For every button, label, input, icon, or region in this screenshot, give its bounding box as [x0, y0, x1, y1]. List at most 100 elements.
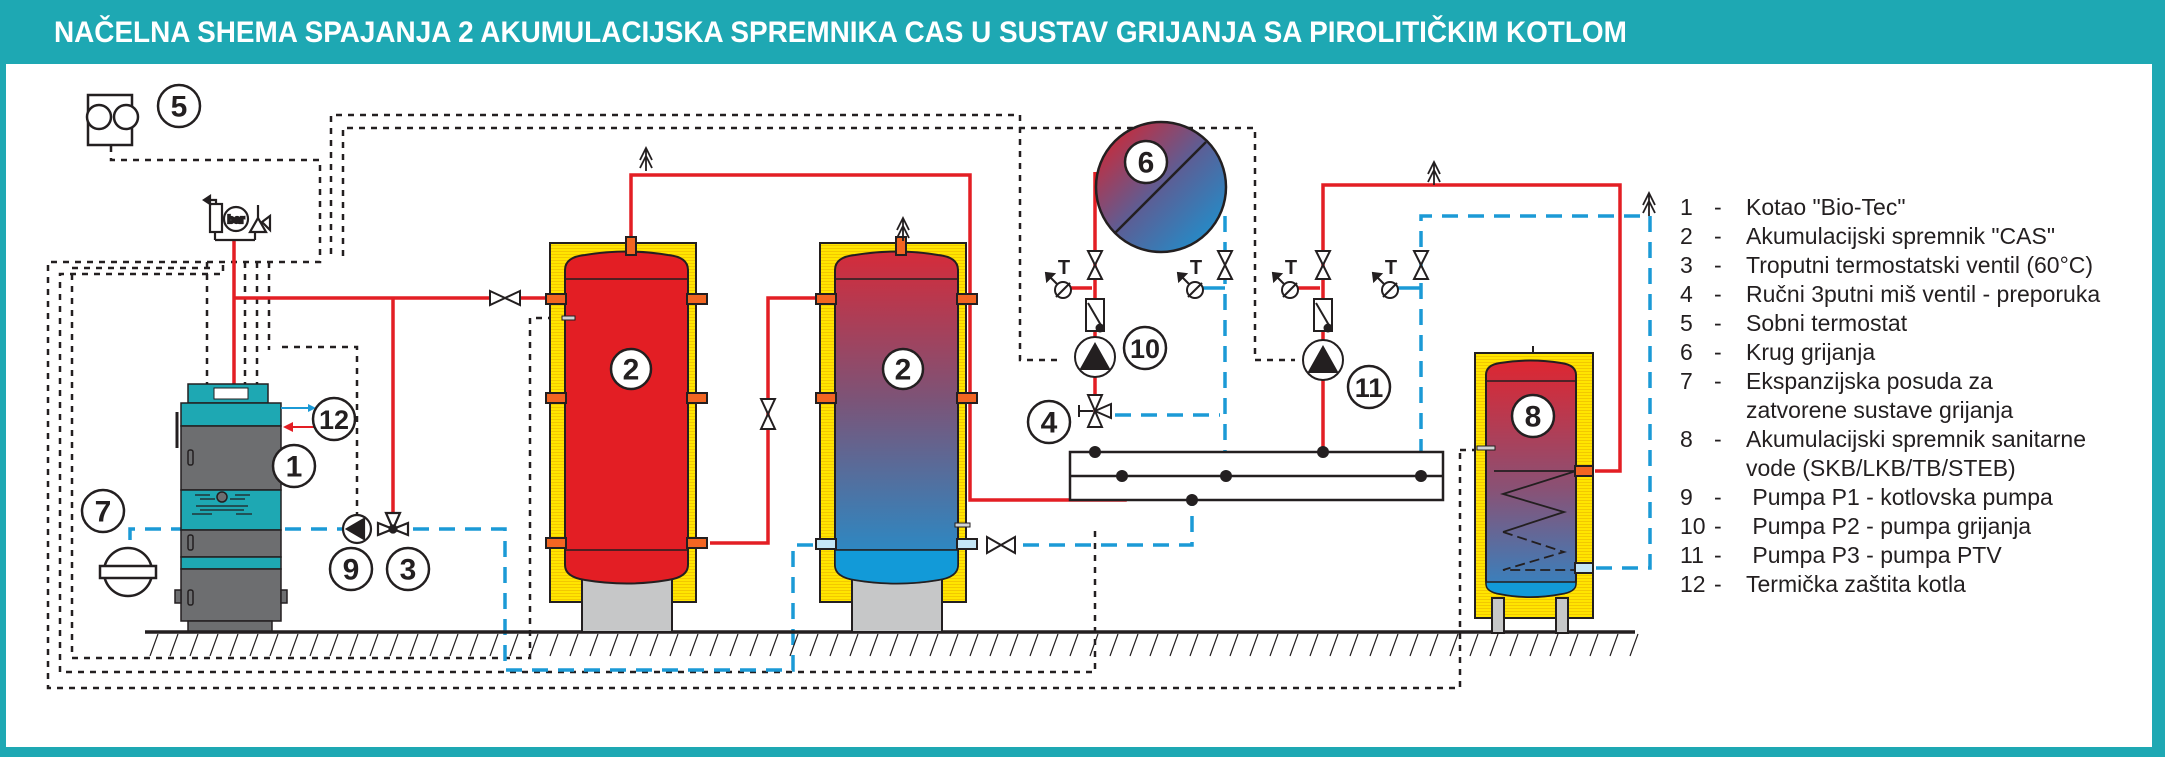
pump-p2-wire	[329, 113, 1060, 362]
floor-hatch-line	[429, 633, 439, 657]
floor-hatch-line	[969, 633, 979, 657]
tank-a-to-tank-b	[710, 296, 815, 545]
legend-item-dash: -	[1714, 513, 1722, 539]
mixing-valve-icon	[1078, 394, 1112, 428]
floor-hatch-line	[1029, 633, 1039, 657]
svg-text:T: T	[1190, 257, 1202, 279]
floor-hatch-line	[989, 633, 999, 657]
floor-hatch-line	[1289, 633, 1299, 657]
floor-hatch-line	[369, 633, 379, 657]
legend-item-dash: -	[1714, 484, 1722, 510]
floor-hatch-line	[509, 633, 519, 657]
legend-item-text: Pumpa P2 - pumpa grijanja	[1746, 513, 2032, 539]
legend-item-number: 1	[1680, 194, 1693, 220]
floor-hatch-line	[409, 633, 419, 657]
expansion-return	[128, 527, 183, 540]
floor-hatch-line	[249, 633, 259, 657]
safety-group-icon: bar	[202, 193, 272, 242]
legend-item: 8-Akumulacijski spremnik sanitarne	[1680, 425, 2100, 454]
svg-text:11: 11	[1355, 373, 1384, 403]
marker-3: 3	[385, 546, 431, 592]
marker-10: 10	[1122, 325, 1168, 371]
legend-item-text: Pumpa P1 - kotlovska pumpa	[1746, 484, 2053, 510]
floor-hatch-line	[329, 633, 339, 657]
ball-valve-icon	[1216, 250, 1234, 280]
legend-item-text: Krug grijanja	[1746, 339, 1876, 365]
floor-hatch-line	[689, 633, 699, 657]
floor-hatch-line	[1049, 633, 1059, 657]
ball-valve-icon	[986, 535, 1016, 555]
floor-hatch-line	[729, 633, 739, 657]
floor-hatch-line	[1409, 633, 1419, 657]
thermal-protection-arrows	[281, 404, 317, 432]
legend-item: 10- Pumpa P2 - pumpa grijanja	[1680, 512, 2100, 541]
circuit-fittings	[1074, 250, 1430, 428]
legend-item-dash: -	[1714, 368, 1722, 394]
floor-hatch-line	[189, 633, 199, 657]
legend-item-dash: -	[1714, 194, 1722, 220]
marker-7: 7	[80, 488, 126, 534]
floor-hatch-line	[1009, 633, 1019, 657]
floor-hatch-line	[889, 633, 899, 657]
floor-hatch-line	[1609, 633, 1619, 657]
svg-text:8: 8	[1525, 401, 1542, 434]
legend-item-dash: -	[1714, 281, 1722, 307]
ball-valve-icon	[1086, 250, 1104, 280]
floor-hatch-line	[1529, 633, 1539, 657]
floor-hatch-line	[609, 633, 619, 657]
svg-text:10: 10	[1130, 334, 1160, 364]
floor-hatch-line	[1069, 633, 1079, 657]
svg-text:3: 3	[400, 554, 417, 587]
svg-text:T: T	[1058, 257, 1070, 279]
legend-item-number: 2	[1680, 223, 1693, 249]
legend-item-text: Termička zaštita kotla	[1746, 571, 1966, 597]
floor-hatch-line	[1109, 633, 1119, 657]
legend-item: 5-Sobni termostat	[1680, 309, 2100, 338]
legend-item-number: 4	[1680, 281, 1693, 307]
floor-hatch-line	[309, 633, 319, 657]
floor-hatch-line	[489, 633, 499, 657]
floor-hatch-line	[569, 633, 579, 657]
marker-6: 6	[1123, 139, 1169, 185]
marker-12: 12	[311, 396, 357, 442]
legend-item-dash: -	[1714, 310, 1722, 336]
floor-hatch-line	[869, 633, 879, 657]
floor-hatch-line	[829, 633, 839, 657]
floor-hatch-line	[449, 633, 459, 657]
marker-1: 1	[271, 443, 317, 489]
ball-valve-icon	[1412, 250, 1430, 280]
marker-4: 4	[1026, 399, 1072, 445]
svg-text:2: 2	[623, 354, 640, 387]
floor-hatch-line	[229, 633, 239, 657]
floor-hatch-line	[589, 633, 599, 657]
ball-valve-icon	[489, 289, 521, 307]
floor-hatch-line	[1269, 633, 1279, 657]
floor-hatch-line	[789, 633, 799, 657]
floor-hatch-line	[649, 633, 659, 657]
floor-hatch-line	[1089, 633, 1099, 657]
legend-item-dash: -	[1714, 542, 1722, 568]
floor-hatch-line	[709, 633, 719, 657]
floor-hatch-line	[769, 633, 779, 657]
room-thermostat-icon	[85, 93, 140, 147]
legend-item: 4-Ručni 3putni miš ventil - preporuka	[1680, 280, 2100, 309]
pump-p1-icon	[341, 513, 373, 545]
legend-item-number: 6	[1680, 339, 1693, 365]
floor-hatch-line	[949, 633, 959, 657]
page-title: NAČELNA SHEMA SPAJANJA 2 AKUMULACIJSKA S…	[54, 16, 1627, 49]
expansion-vessel-icon	[98, 546, 158, 598]
floor-hatch-line	[1189, 633, 1199, 657]
floor-hatch-line	[1589, 633, 1599, 657]
legend-item-dash: -	[1714, 339, 1722, 365]
svg-text:5: 5	[171, 91, 188, 124]
legend-item-number: 5	[1680, 310, 1693, 336]
legend-item-continuation: zatvorene sustave grijanja	[1746, 397, 2014, 423]
tank-a-sensor-wire	[70, 266, 570, 660]
floor-hatch-line	[1569, 633, 1579, 657]
svg-text:7: 7	[95, 496, 112, 529]
thermometer-labels: T T T T	[1058, 257, 1397, 279]
floor-hatch-line	[629, 633, 639, 657]
floor-hatch-line	[809, 633, 819, 657]
